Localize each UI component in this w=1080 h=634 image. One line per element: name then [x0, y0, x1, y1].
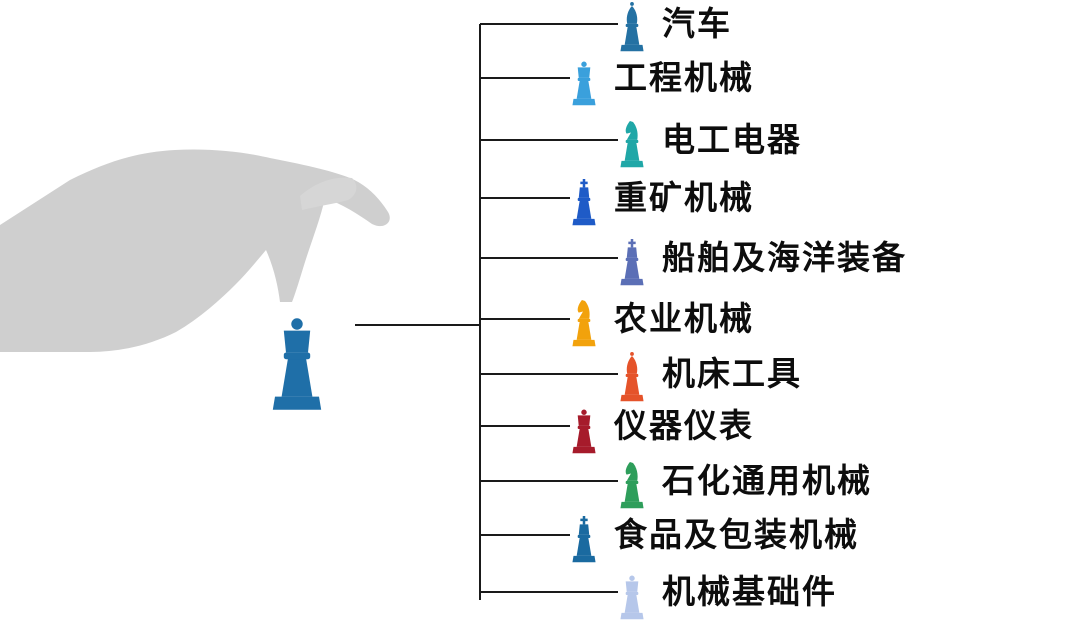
knight-icon [620, 121, 644, 168]
bishop-icon [620, 352, 644, 402]
king-icon [620, 239, 644, 286]
item-label: 机床工具 [662, 354, 802, 393]
connector-lines [355, 23, 618, 600]
item-label: 食品及包装机械 [614, 515, 859, 554]
item-label: 重矿机械 [614, 178, 754, 217]
item-label: 机械基础件 [662, 572, 837, 611]
item-label: 仪器仪表 [614, 406, 754, 445]
knight-icon [572, 300, 596, 347]
king-icon [572, 516, 596, 563]
item-label: 农业机械 [614, 299, 754, 338]
item-label: 汽车 [662, 4, 732, 43]
bishop-icon [620, 2, 644, 52]
item-pieces [572, 2, 644, 620]
queen-icon [572, 61, 596, 106]
item-label: 船舶及海洋装备 [662, 238, 907, 277]
king-icon [572, 179, 596, 226]
hand-silhouette [0, 149, 390, 352]
queen-chess-piece-icon [272, 318, 322, 410]
item-label: 石化通用机械 [662, 461, 872, 500]
queen-icon [620, 575, 644, 620]
item-label: 工程机械 [614, 58, 754, 97]
knight-icon [620, 462, 644, 509]
queen-icon [572, 409, 596, 454]
item-label: 电工电器 [662, 120, 802, 159]
